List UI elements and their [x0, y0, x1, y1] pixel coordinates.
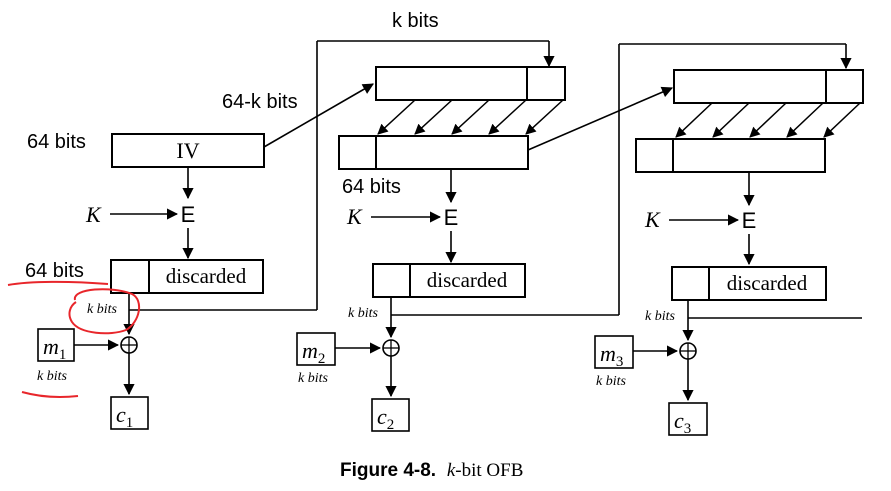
shift-arrows-3	[675, 102, 861, 138]
m1-subscript: 1	[59, 347, 67, 363]
arrow-iv-to-shift-2	[263, 83, 374, 148]
c3-label: c3	[674, 408, 691, 437]
shift-register-2-bottom	[338, 135, 529, 170]
c2-label: c2	[377, 404, 394, 433]
discarded-label-1: discarded	[166, 264, 247, 288]
label-64-k-bits: 64-k bits	[222, 91, 298, 113]
caption-figure: Figure 4-8.	[340, 460, 436, 481]
c3-box	[668, 402, 708, 436]
k-bits-m2: k bits	[298, 371, 328, 386]
output-register-3	[671, 266, 827, 301]
iv-label: IV	[176, 138, 199, 163]
k-bits-label-3: k bits	[645, 309, 675, 324]
c3-subscript: 3	[684, 421, 692, 437]
shift-register-3-bottom	[635, 138, 826, 173]
k-bits-label-2: k bits	[348, 306, 378, 321]
shift-register-2-top	[375, 66, 566, 101]
output-register-2	[372, 263, 526, 298]
m3-subscript: 3	[616, 354, 624, 370]
m3-label: m3	[600, 341, 623, 370]
m2-subscript: 2	[318, 351, 326, 367]
caption-k: k	[447, 460, 456, 481]
m2-box	[296, 332, 336, 366]
c1-subscript: 1	[126, 415, 134, 431]
key-label-2: K	[346, 204, 363, 229]
label-64-bits-iv: 64 bits	[27, 131, 86, 153]
encrypt-e1: E	[181, 202, 196, 227]
discarded-label-2: discarded	[427, 268, 508, 292]
c1-label: c1	[116, 402, 133, 431]
label-64-bits-mid: 64 bits	[342, 176, 401, 198]
caption-rest: -bit OFB	[455, 460, 523, 481]
m2-label: m2	[302, 338, 325, 367]
label-k-bits-top: k bits	[392, 10, 439, 32]
c1-box	[110, 396, 149, 430]
annotation-underline-kbits	[21, 391, 79, 398]
k-bits-m3: k bits	[596, 374, 626, 389]
encrypt-e2: E	[444, 205, 459, 230]
arrow-shift2-to-shift3	[527, 86, 674, 151]
k-bits-m1: k bits	[37, 369, 67, 384]
k-bits-label-1: k bits	[87, 302, 117, 317]
m1-label: m1	[43, 334, 66, 363]
c2-box	[371, 398, 410, 432]
annotation-underline-64bits	[7, 280, 109, 286]
m3-box	[594, 335, 634, 369]
figure-caption: Figure 4-8. k-bit OFB	[340, 460, 523, 481]
shift-arrows-2	[377, 99, 564, 135]
shift-register-3-top	[673, 69, 864, 104]
label-64-bits-output: 64 bits	[25, 260, 84, 282]
discarded-label-3: discarded	[727, 271, 808, 295]
key-label-1: K	[85, 202, 102, 227]
output-register-1	[110, 259, 264, 294]
c2-subscript: 2	[387, 417, 395, 433]
annotation-circle-kbits	[68, 288, 141, 335]
encrypt-e3: E	[742, 208, 757, 233]
key-label-3: K	[644, 207, 661, 232]
